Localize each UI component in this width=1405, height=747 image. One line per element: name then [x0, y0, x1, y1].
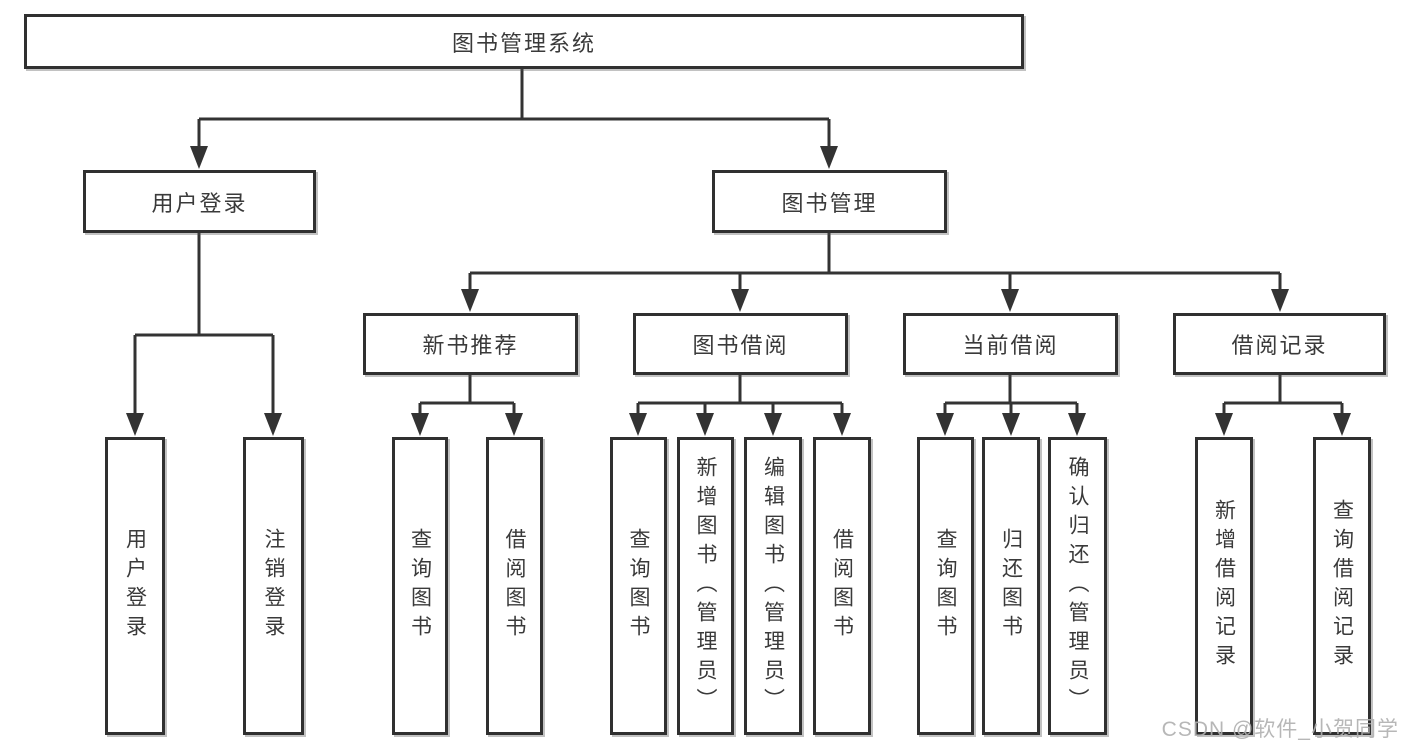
node-label: 归还图书 — [999, 528, 1023, 644]
node-user-login: 用户登录 — [83, 170, 316, 233]
node-label: 图书借阅 — [692, 333, 789, 358]
connector-current-borrowing-to-leaves — [936, 375, 1086, 436]
connector-line — [133, 233, 275, 416]
arrowhead — [1271, 289, 1289, 312]
node-logout-action: 注销登录 — [243, 437, 304, 735]
node-user-login-action: 用户登录 — [105, 437, 165, 735]
connector-line — [418, 375, 516, 416]
node-label: 新增借阅记录 — [1212, 499, 1236, 673]
connector-book-borrowing-to-leaves — [629, 375, 851, 436]
node-query-books-recommendation: 查询图书 — [392, 437, 448, 735]
node-edit-books-admin: 编辑图书（管理员） — [744, 437, 802, 735]
node-label: 查询图书 — [627, 528, 650, 644]
node-label: 图书管理 — [781, 190, 878, 216]
arrowhead — [264, 413, 282, 436]
node-label: 用户登录 — [123, 528, 147, 644]
node-label: 确认归还（管理员） — [1066, 455, 1089, 717]
arrowhead — [190, 146, 208, 169]
node-label: 查询借阅记录 — [1330, 499, 1354, 673]
node-confirm-return-admin: 确认归还（管理员） — [1048, 437, 1107, 735]
node-label: 借阅图书 — [830, 528, 854, 644]
arrowhead — [936, 413, 954, 436]
node-label: 注销登录 — [262, 528, 285, 644]
node-query-books-current: 查询图书 — [917, 437, 974, 735]
node-return-books: 归还图书 — [982, 437, 1040, 735]
node-label: 借阅记录 — [1231, 333, 1328, 358]
arrowhead — [1002, 413, 1020, 436]
node-book-management: 图书管理 — [712, 170, 947, 233]
arrowhead — [1215, 413, 1233, 436]
node-new-book-recommendation: 新书推荐 — [363, 313, 578, 375]
arrowhead — [1333, 413, 1351, 436]
arrowhead — [1068, 413, 1086, 436]
node-library-management-system: 图书管理系统 — [24, 14, 1024, 69]
connector-new-book-recommendation-to-leaves — [411, 375, 523, 436]
node-borrowing-records: 借阅记录 — [1173, 313, 1386, 375]
arrowhead — [696, 413, 714, 436]
node-add-books-admin: 新增图书（管理员） — [677, 437, 734, 735]
connector-user-login-to-leaves — [126, 233, 282, 436]
node-borrow-books-recommendation: 借阅图书 — [486, 437, 543, 735]
arrowhead — [629, 413, 647, 436]
connector-line — [1222, 375, 1344, 416]
node-label: 新增图书（管理员） — [694, 455, 717, 717]
node-query-books-borrowing: 查询图书 — [610, 437, 667, 735]
node-label: 图书管理系统 — [451, 30, 596, 56]
arrowhead — [411, 413, 429, 436]
connector-line — [636, 375, 844, 416]
node-label: 编辑图书（管理员） — [761, 455, 785, 717]
arrowhead — [833, 413, 851, 436]
arrowhead — [731, 289, 749, 312]
node-borrow-books-borrowing: 借阅图书 — [813, 437, 871, 735]
arrowhead — [820, 146, 838, 169]
node-book-borrowing: 图书借阅 — [633, 313, 848, 375]
arrowhead — [461, 289, 479, 312]
watermark: CSDN @软件_小贺同学 — [1161, 718, 1399, 741]
connector-borrowing-records-to-leaves — [1215, 375, 1351, 436]
connector-root-to-level2 — [190, 69, 838, 169]
node-label: 当前借阅 — [962, 333, 1059, 358]
node-current-borrowing: 当前借阅 — [903, 313, 1118, 375]
connector-line — [197, 69, 831, 149]
arrowhead — [505, 413, 523, 436]
connector-line — [943, 375, 1079, 416]
node-label: 查询图书 — [934, 528, 957, 644]
arrowhead — [126, 413, 144, 436]
arrowhead — [1001, 289, 1019, 312]
arrowhead — [764, 413, 782, 436]
node-add-borrow-record: 新增借阅记录 — [1195, 437, 1253, 735]
node-label: 借阅图书 — [503, 528, 526, 644]
node-label: 用户登录 — [151, 190, 248, 216]
connector-line — [468, 233, 1282, 292]
connector-book-management-to-level3 — [461, 233, 1289, 312]
node-label: 新书推荐 — [422, 333, 519, 358]
node-query-borrow-record: 查询借阅记录 — [1313, 437, 1371, 735]
node-label: 查询图书 — [408, 528, 432, 644]
